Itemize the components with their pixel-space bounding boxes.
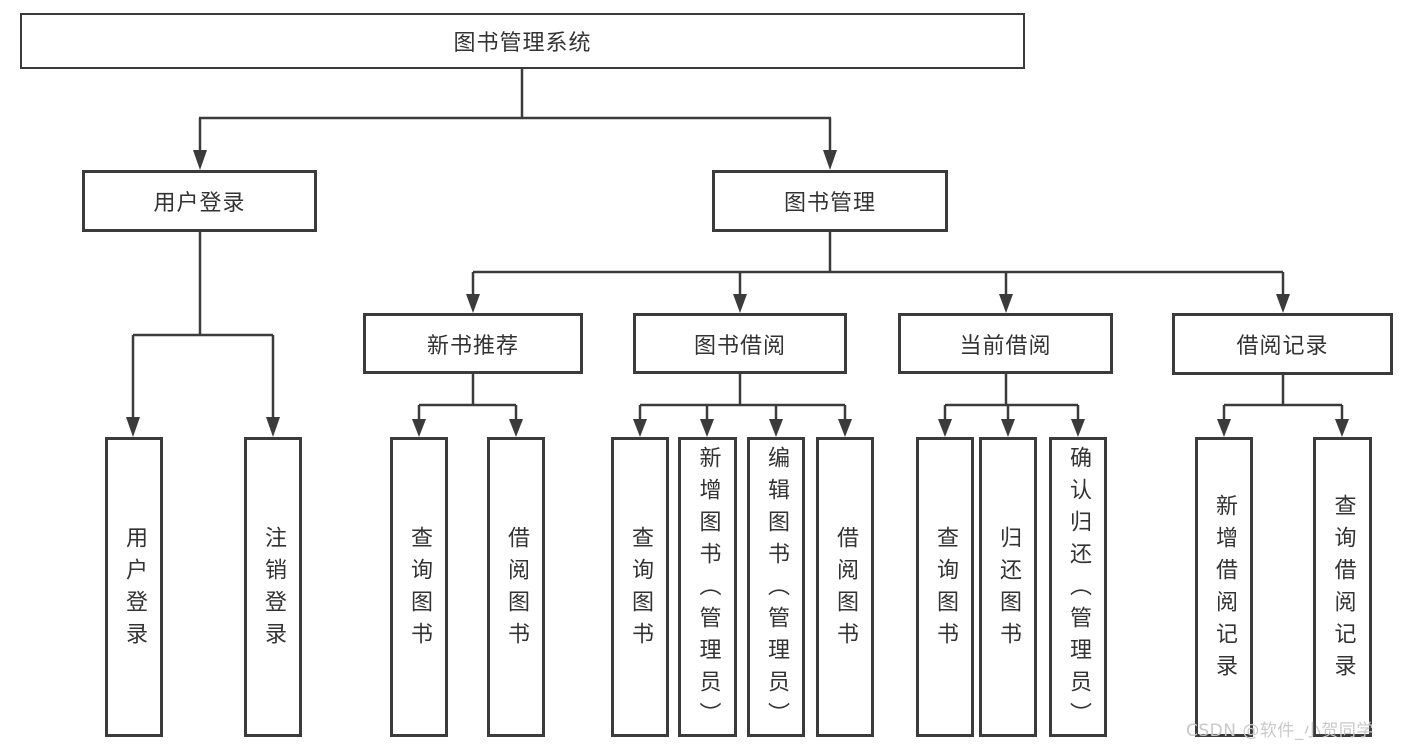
node-current-borrow: 当前借阅 bbox=[898, 313, 1113, 374]
leaf-query-borrow-record: 查询借阅记录 bbox=[1313, 437, 1372, 737]
leaf-borrow-books-recommend: 借阅图书 bbox=[487, 437, 545, 737]
leaf-add-borrow-record: 新增借阅记录 bbox=[1195, 437, 1253, 737]
leaf-query-books-current: 查询图书 bbox=[916, 437, 974, 737]
node-user-login: 用户登录 bbox=[82, 170, 317, 232]
node-borrow-records: 借阅记录 bbox=[1172, 313, 1393, 375]
node-book-borrow: 图书借阅 bbox=[633, 313, 847, 374]
leaf-add-book-admin: 新增图书（管理员） bbox=[678, 437, 737, 737]
node-book-management: 图书管理 bbox=[712, 170, 948, 232]
node-new-book-recommend: 新书推荐 bbox=[363, 313, 583, 374]
leaf-user-login: 用户登录 bbox=[105, 437, 163, 737]
leaf-query-books-borrow: 查询图书 bbox=[611, 437, 669, 737]
leaf-logout: 注销登录 bbox=[244, 437, 302, 737]
leaf-return-book: 归还图书 bbox=[979, 437, 1037, 737]
leaf-borrow-books: 借阅图书 bbox=[816, 437, 874, 737]
leaf-edit-book-admin: 编辑图书（管理员） bbox=[747, 437, 805, 737]
node-library-system: 图书管理系统 bbox=[20, 13, 1025, 69]
leaf-confirm-return-admin: 确认归还（管理员） bbox=[1049, 437, 1107, 737]
leaf-query-books-recommend: 查询图书 bbox=[390, 437, 448, 737]
csdn-watermark: CSDN @软件_小贺同学 bbox=[1186, 721, 1374, 741]
